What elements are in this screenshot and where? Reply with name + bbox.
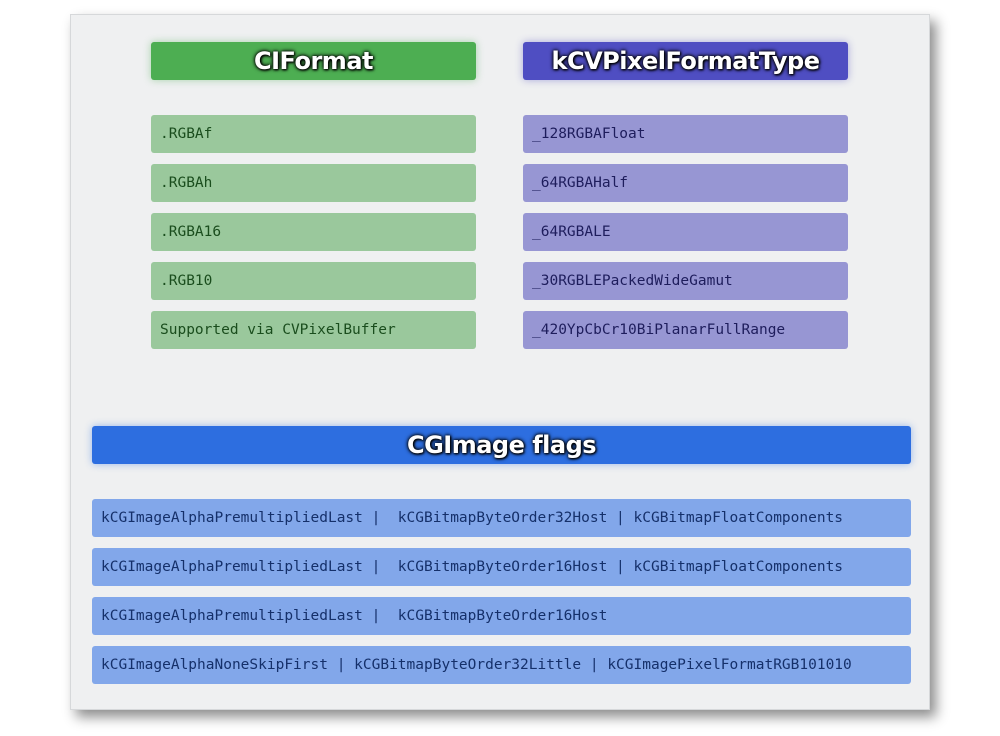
cvpixelformattype-item: _420YpCbCr10BiPlanarFullRange (523, 311, 848, 349)
cvpixelformattype-column: _128RGBAFloat _64RGBAHalf _64RGBALE _30R… (523, 115, 848, 360)
cgimage-flags-item: kCGImageAlphaNoneSkipFirst | kCGBitmapBy… (92, 646, 911, 684)
cvpixelformattype-item: _128RGBAFloat (523, 115, 848, 153)
cgimage-flags-item: kCGImageAlphaPremultipliedLast | kCGBitm… (92, 548, 911, 586)
cgimage-flags-list: kCGImageAlphaPremultipliedLast | kCGBitm… (92, 499, 911, 695)
ciformat-item: Supported via CVPixelBuffer (151, 311, 476, 349)
cgimage-flags-item: kCGImageAlphaPremultipliedLast | kCGBitm… (92, 597, 911, 635)
ciformat-item: .RGB10 (151, 262, 476, 300)
cvpixelformattype-item: _30RGBLEPackedWideGamut (523, 262, 848, 300)
ciformat-column: .RGBAf .RGBAh .RGBA16 .RGB10 Supported v… (151, 115, 476, 360)
cvpixelformattype-item: _64RGBAHalf (523, 164, 848, 202)
cgimage-flags-item: kCGImageAlphaPremultipliedLast | kCGBitm… (92, 499, 911, 537)
diagram-panel: CIFormat kCVPixelFormatType .RGBAf .RGBA… (70, 14, 930, 710)
ciformat-item: .RGBAh (151, 164, 476, 202)
cgimage-flags-header: CGImage flags (92, 426, 911, 464)
ciformat-item: .RGBAf (151, 115, 476, 153)
cvpixelformattype-item: _64RGBALE (523, 213, 848, 251)
cvpixelformattype-header: kCVPixelFormatType (523, 42, 848, 80)
ciformat-header: CIFormat (151, 42, 476, 80)
ciformat-item: .RGBA16 (151, 213, 476, 251)
